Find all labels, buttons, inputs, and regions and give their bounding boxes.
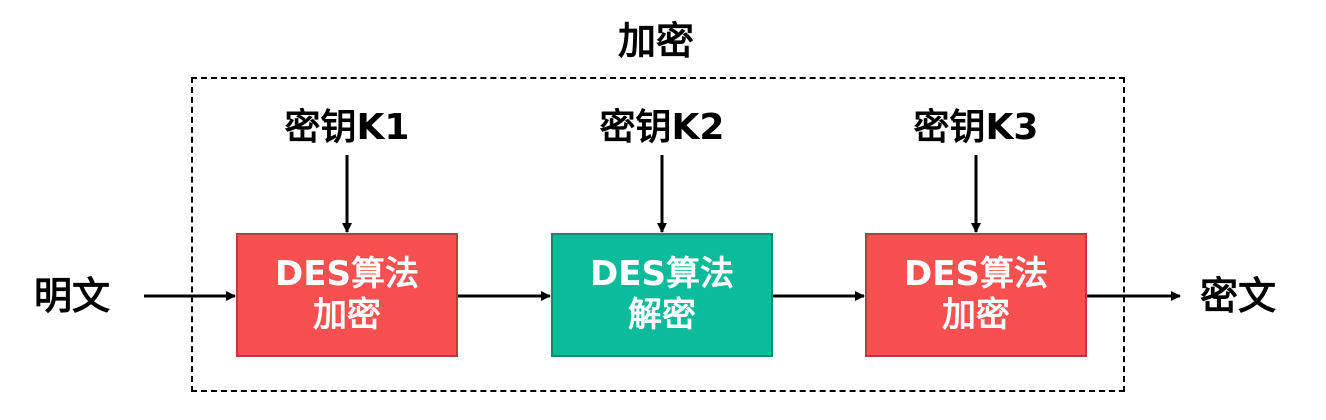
des-encrypt-block-1: DES算法 加密: [236, 233, 458, 357]
key-label-k2: 密钥K2: [599, 107, 725, 148]
key-label-k3: 密钥K3: [913, 107, 1039, 148]
block-line1: DES算法: [275, 254, 419, 295]
group-title: 加密: [617, 19, 694, 63]
des-decrypt-block: DES算法 解密: [551, 233, 773, 357]
block-line2: 加密: [313, 295, 381, 335]
plaintext-label: 明文: [34, 274, 111, 318]
des-encrypt-block-2: DES算法 加密: [865, 233, 1087, 357]
block-line2: 解密: [628, 295, 696, 335]
key-label-k1: 密钥K1: [284, 107, 410, 148]
block-line1: DES算法: [590, 254, 734, 295]
block-line1: DES算法: [904, 254, 1048, 295]
block-line2: 加密: [942, 295, 1010, 335]
encryption-group-frame: [191, 77, 1125, 392]
ciphertext-label: 密文: [1200, 274, 1277, 318]
